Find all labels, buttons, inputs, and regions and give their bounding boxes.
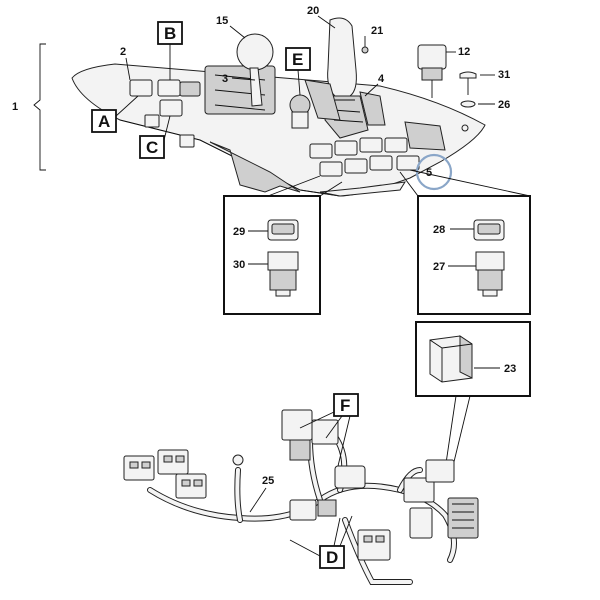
callout-12: 12 xyxy=(458,46,470,58)
letter-box-e: E xyxy=(285,47,311,96)
callout-1: 1 xyxy=(12,101,18,113)
callout-2: 2 xyxy=(120,46,126,58)
callout-4: 4 xyxy=(378,73,385,85)
switch-grid xyxy=(309,137,420,177)
letter-box-a: A xyxy=(91,95,139,133)
assembly-bracket: 1 xyxy=(12,43,46,171)
callout-21: 21 xyxy=(371,25,383,37)
control-panel xyxy=(71,17,486,197)
svg-text:B: B xyxy=(164,24,176,43)
highlight-circle-5 xyxy=(415,153,453,191)
svg-text:F: F xyxy=(340,396,350,415)
svg-text:C: C xyxy=(146,138,158,157)
callout-26: 26 xyxy=(498,99,510,111)
callout-28: 28 xyxy=(433,224,445,236)
callout-27: 27 xyxy=(433,261,445,273)
svg-text:E: E xyxy=(292,50,303,69)
letter-box-d: D xyxy=(289,515,353,569)
svg-text:D: D xyxy=(326,548,338,567)
callout-31: 31 xyxy=(498,69,510,81)
switch-c xyxy=(159,99,183,117)
callout-23: 23 xyxy=(504,363,516,375)
callout-25: 25 xyxy=(262,475,274,487)
detail-frame-28-27: 28 27 xyxy=(399,169,531,315)
callout-30: 30 xyxy=(233,259,245,271)
callout-20: 20 xyxy=(307,5,319,17)
switch-b xyxy=(157,79,181,97)
callout-5: 5 xyxy=(426,167,432,179)
callout-3: 3 xyxy=(222,73,228,85)
switch-12 xyxy=(417,44,447,70)
letter-box-f: F xyxy=(299,393,359,467)
detail-frame-29-30: 29 30 xyxy=(223,175,343,315)
letter-box-c: C xyxy=(139,115,171,159)
detail-frame-23: 23 xyxy=(415,321,531,471)
callout-15: 15 xyxy=(216,15,228,27)
joystick-20 xyxy=(327,17,357,97)
callout-29: 29 xyxy=(233,226,245,238)
switch-a xyxy=(129,79,153,97)
svg-text:A: A xyxy=(98,112,110,131)
lever-knob-15 xyxy=(236,33,274,71)
letter-box-b: B xyxy=(157,21,183,80)
wire-harness: 25 xyxy=(123,409,479,585)
